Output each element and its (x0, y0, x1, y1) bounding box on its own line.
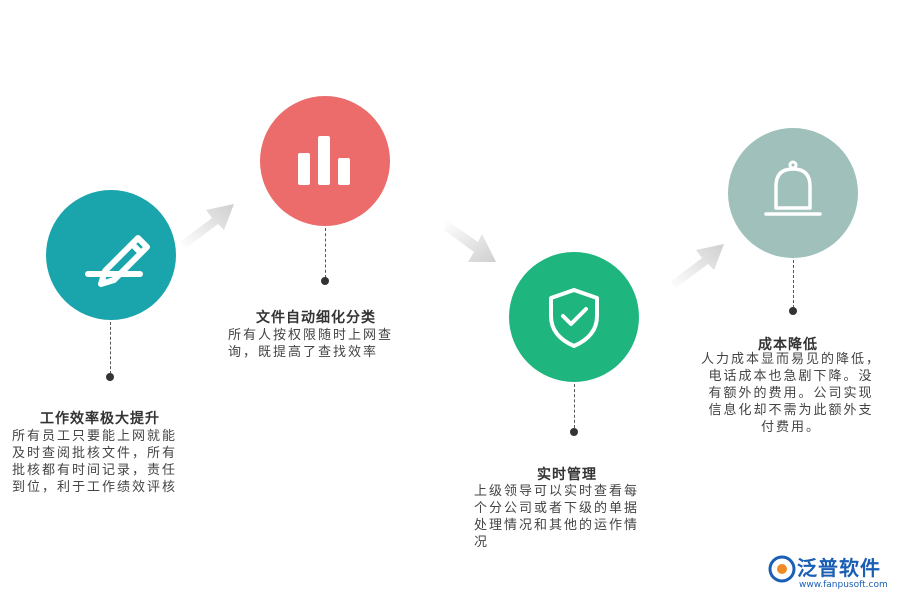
step2-description: 所有人按权限随时上网查 询，既提高了查找效率 (228, 327, 438, 361)
step3-title: 实时管理 (537, 467, 597, 483)
step4-title: 成本降低 (758, 337, 818, 353)
step2-circle (260, 96, 390, 226)
step1-description: 所有员工只要能上网就能 及时查阅批核文件，所有 批核都有时间记录，责任 到位，利… (12, 428, 222, 496)
desc-line: 电话成本也急剧下降。没 (708, 369, 874, 384)
step4-circle (728, 128, 858, 258)
desc-line: 况 (474, 535, 490, 550)
desc-line: 个分公司或者下级的单据 (474, 501, 640, 516)
desc-line: 批核都有时间记录，责任 (12, 463, 178, 478)
step4-description: 人力成本显而易见的降低， 电话成本也急剧下降。没 有额外的费用。公司实现 信息化… (686, 351, 896, 436)
logo-mark-icon (768, 555, 796, 583)
desc-line: 人力成本显而易见的降低， (700, 352, 881, 367)
desc-line: 付费用。 (760, 420, 821, 435)
step1-title: 工作效率极大提升 (40, 411, 160, 427)
arrow-right-up-icon (670, 244, 724, 288)
shield-check-icon (549, 288, 599, 348)
step3-dot (570, 428, 578, 436)
desc-line: 所有人按权限随时上网查 (228, 328, 394, 343)
desc-line: 到位，利于工作绩效评核 (12, 480, 178, 495)
logo-name: 泛普软件 (797, 556, 881, 580)
desc-line: 及时查阅批核文件，所有 (12, 446, 178, 461)
step4-dot (789, 307, 797, 315)
desc-line: 处理情况和其他的运作情 (474, 518, 640, 533)
step2-connector (325, 228, 326, 278)
step1-connector (110, 322, 111, 374)
step3-circle (509, 252, 639, 382)
step1-dot (106, 373, 114, 381)
bar-chart-icon (298, 136, 350, 185)
desc-line: 所有员工只要能上网就能 (12, 429, 178, 444)
desc-line: 有额外的费用。公司实现 (708, 386, 874, 401)
bell-icon (764, 160, 822, 216)
step1-circle (46, 190, 176, 320)
step2-dot (321, 277, 329, 285)
arrow-right-up-icon (180, 204, 234, 248)
step3-connector (574, 384, 575, 428)
step4-connector (793, 260, 794, 308)
desc-line: 上级领导可以实时查看每 (474, 484, 640, 499)
step2-title: 文件自动细化分类 (256, 310, 376, 326)
desc-line: 信息化却不需为此额外支 (708, 403, 874, 418)
arrow-right-down-icon (444, 220, 496, 262)
desc-line: 询，既提高了查找效率 (228, 345, 379, 360)
logo-url: www.fanpusoft.com (799, 580, 888, 590)
step3-description: 上级领导可以实时查看每 个分公司或者下级的单据 处理情况和其他的运作情 况 (474, 483, 684, 551)
pencil-icon (85, 235, 150, 287)
brand-logo: 泛普软件 www.fanpusoft.com (765, 552, 895, 598)
